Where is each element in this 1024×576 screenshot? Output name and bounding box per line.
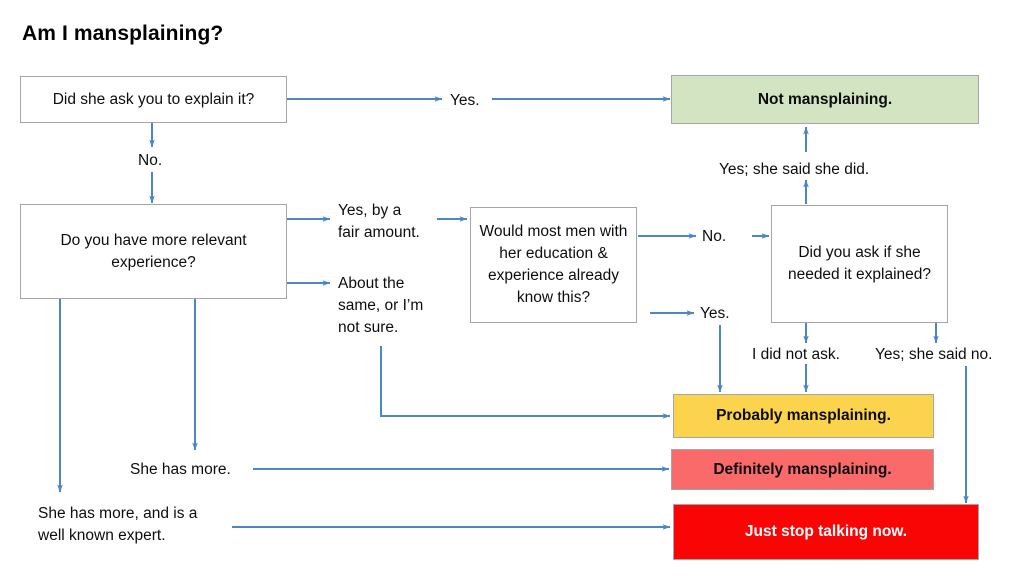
edge-label-yes: Yes. bbox=[450, 92, 480, 109]
edge-label-yes-she-said-no: Yes; she said no. bbox=[875, 346, 993, 363]
edge-label-yes-2: Yes. bbox=[700, 305, 730, 322]
node-not-mansplaining[interactable]: Not mansplaining. bbox=[671, 75, 979, 124]
node-did-she-ask[interactable]: Did she ask you to explain it? bbox=[20, 76, 287, 123]
edge-label-she-has-more: She has more. bbox=[130, 461, 231, 478]
edge-aboutsame-probably bbox=[380, 346, 671, 419]
edge-label-no-2: No. bbox=[702, 228, 727, 245]
edge-label-i-did-not-ask: I did not ask. bbox=[752, 346, 840, 363]
node-would-most-men[interactable]: Would most men with her education & expe… bbox=[470, 207, 637, 323]
edge-label-she-has-more-expert: She has more, and is a well known expert… bbox=[38, 505, 198, 544]
node-did-you-ask[interactable]: Did you ask if she needed it explained? bbox=[771, 205, 948, 323]
page-title: Am I mansplaining? bbox=[22, 22, 224, 45]
node-do-you-have-experience[interactable]: Do you have more relevant experience? bbox=[20, 204, 287, 299]
edge-label-no: No. bbox=[138, 152, 163, 169]
node-definitely-mansplaining[interactable]: Definitely mansplaining. bbox=[671, 449, 934, 490]
node-probably-mansplaining[interactable]: Probably mansplaining. bbox=[673, 394, 934, 438]
edge-label-yes-she-said-she-did: Yes; she said she did. bbox=[719, 161, 870, 178]
edge-label-about-the-same: About the same, or I’m not sure. bbox=[338, 275, 424, 336]
edge-label-yes-by-fair-amount: Yes, by a fair amount. bbox=[338, 202, 420, 241]
node-just-stop-talking[interactable]: Just stop talking now. bbox=[673, 504, 979, 560]
